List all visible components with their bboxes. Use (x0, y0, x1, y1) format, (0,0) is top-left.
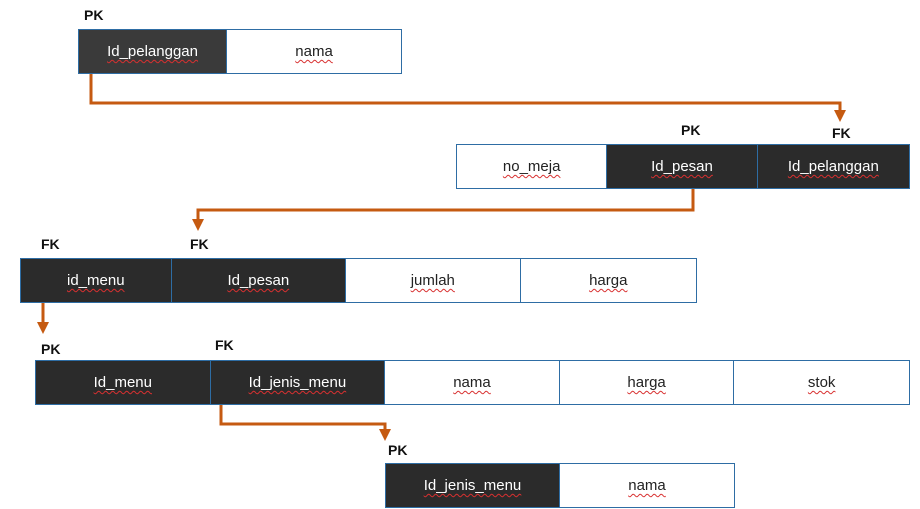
field-id-jenis-menu[interactable]: Id_jenis_menu (386, 464, 560, 507)
field-id-menu-fk[interactable]: id_menu (21, 259, 172, 302)
field-no-meja[interactable]: no_meja (457, 145, 608, 188)
detail-fk-pesan-tag: FK (190, 236, 209, 252)
jenis-pk-tag: PK (388, 442, 408, 458)
arrow-menu-to-jenis (219, 405, 391, 441)
field-id-pesan-fk[interactable]: Id_pesan (171, 259, 347, 302)
menu-pk-tag: PK (41, 341, 61, 357)
table-pesan: no_meja Id_pesan Id_pelanggan (456, 144, 910, 189)
detail-fk-menu-tag: FK (41, 236, 60, 252)
field-id-jenis-menu-fk[interactable]: Id_jenis_menu (210, 361, 386, 404)
field-nama[interactable]: nama (385, 361, 560, 404)
pesan-fk-tag: FK (832, 125, 851, 141)
field-nama[interactable]: nama (560, 464, 734, 507)
arrow-pelanggan-to-pesan (89, 73, 846, 122)
field-id-pelanggan-fk[interactable]: Id_pelanggan (757, 145, 910, 188)
arrow-pesan-to-detail (192, 189, 695, 231)
field-id-menu[interactable]: Id_menu (36, 361, 211, 404)
field-harga[interactable]: harga (520, 259, 697, 302)
pelanggan-pk-tag: PK (84, 7, 104, 23)
field-id-pelanggan[interactable]: Id_pelanggan (79, 30, 228, 73)
field-id-pesan[interactable]: Id_pesan (607, 145, 758, 188)
table-jenis-menu: Id_jenis_menu nama (385, 463, 735, 508)
pesan-pk-tag: PK (681, 122, 701, 138)
field-nama[interactable]: nama (227, 30, 401, 73)
table-detail-pesan: id_menu Id_pesan jumlah harga (20, 258, 697, 303)
menu-fk-tag: FK (215, 337, 234, 353)
table-pelanggan: Id_pelanggan nama (78, 29, 402, 74)
field-stok[interactable]: stok (734, 361, 909, 404)
field-jumlah[interactable]: jumlah (346, 259, 521, 302)
table-menu: Id_menu Id_jenis_menu nama harga stok (35, 360, 910, 405)
field-harga[interactable]: harga (559, 361, 735, 404)
